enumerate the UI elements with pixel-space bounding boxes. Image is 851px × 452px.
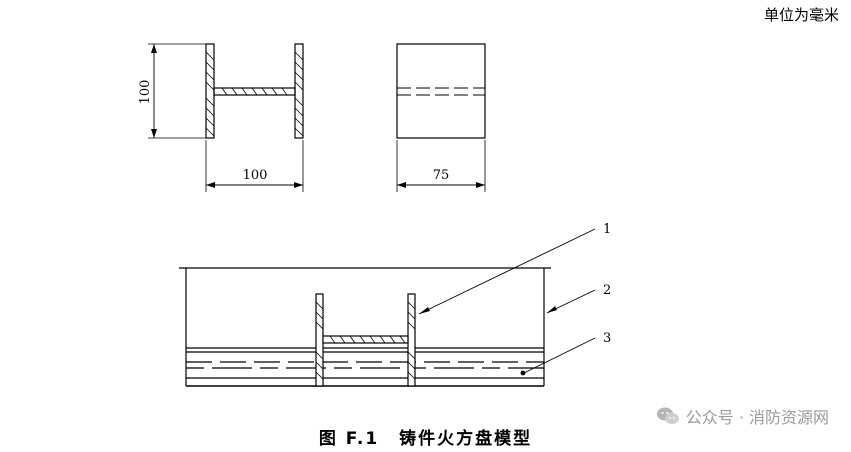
fire-pan-assembly: 1 2 3 <box>179 222 611 387</box>
leader-line-3 <box>523 337 596 374</box>
figure-caption: 图 F.1 铸件火方盘模型 <box>0 424 851 449</box>
wechat-icon <box>656 407 679 424</box>
side-view-outline <box>396 43 486 139</box>
callout-2: 2 <box>603 283 611 298</box>
width-dimension-label: 100 <box>243 168 268 183</box>
right-flange <box>294 43 304 139</box>
front-view: 100 100 <box>138 43 304 192</box>
callout-1: 1 <box>603 222 611 237</box>
side-view: 75 <box>396 43 486 192</box>
figure-title: 铸件火方盘模型 <box>399 429 533 449</box>
web <box>213 87 296 96</box>
watermark-text: 公众号 · 消防资源网 <box>685 408 829 427</box>
unit-note: 单位为毫米 <box>763 6 839 24</box>
watermark: 公众号 · 消防资源网 <box>656 404 829 428</box>
casting-model <box>315 293 416 387</box>
leader-line-1 <box>418 228 596 315</box>
height-dimension-label: 100 <box>138 80 153 105</box>
liquid <box>186 347 544 379</box>
callout-3: 3 <box>603 331 611 346</box>
side-width-dimension-label: 75 <box>433 168 450 183</box>
left-flange <box>205 43 215 139</box>
figure-number: 图 F.1 <box>318 429 380 449</box>
